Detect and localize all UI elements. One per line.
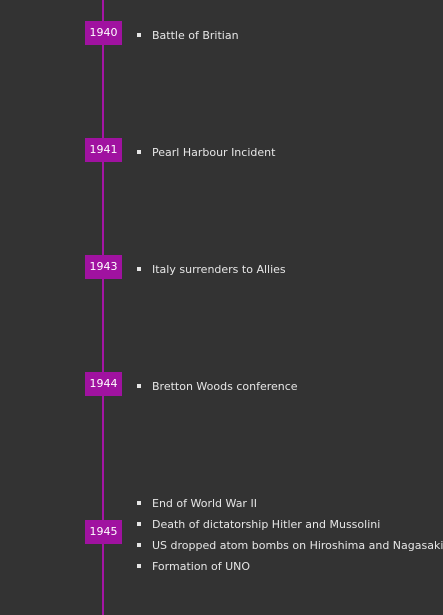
- event-label: End of World War II: [152, 497, 257, 510]
- bullet-icon: [137, 522, 141, 526]
- bullet-icon: [137, 33, 141, 37]
- event-label: Battle of Britian: [152, 29, 239, 42]
- event-label: Formation of UNO: [152, 560, 251, 573]
- bullet-icon: [137, 150, 141, 154]
- list-item: Battle of Britian: [137, 25, 239, 46]
- event-list: End of World War II Death of dictatorshi…: [137, 493, 443, 577]
- event-label: US dropped atom bombs on Hiroshima and N…: [152, 539, 443, 552]
- bullet-icon: [137, 501, 141, 505]
- list-item: Formation of UNO: [137, 556, 443, 577]
- event-label: Bretton Woods conference: [152, 380, 298, 393]
- event-label: Death of dictatorship Hitler and Mussoli…: [152, 518, 381, 531]
- list-item: Italy surrenders to Allies: [137, 259, 286, 280]
- event-label: Pearl Harbour Incident: [152, 146, 276, 159]
- event-list: Italy surrenders to Allies: [137, 259, 286, 280]
- year-badge: 1945: [85, 520, 122, 544]
- list-item: Pearl Harbour Incident: [137, 142, 275, 163]
- event-list: Bretton Woods conference: [137, 376, 298, 397]
- year-badge: 1941: [85, 138, 122, 162]
- list-item: End of World War II: [137, 493, 443, 514]
- event-list: Battle of Britian: [137, 25, 239, 46]
- year-badge: 1943: [85, 255, 122, 279]
- bullet-icon: [137, 543, 141, 547]
- event-label: Italy surrenders to Allies: [152, 263, 286, 276]
- list-item: Bretton Woods conference: [137, 376, 298, 397]
- bullet-icon: [137, 564, 141, 568]
- list-item: US dropped atom bombs on Hiroshima and N…: [137, 535, 443, 556]
- list-item: Death of dictatorship Hitler and Mussoli…: [137, 514, 443, 535]
- bullet-icon: [137, 384, 141, 388]
- year-badge: 1940: [85, 21, 122, 45]
- timeline-line: [102, 0, 104, 615]
- bullet-icon: [137, 267, 141, 271]
- year-badge: 1944: [85, 372, 122, 396]
- event-list: Pearl Harbour Incident: [137, 142, 275, 163]
